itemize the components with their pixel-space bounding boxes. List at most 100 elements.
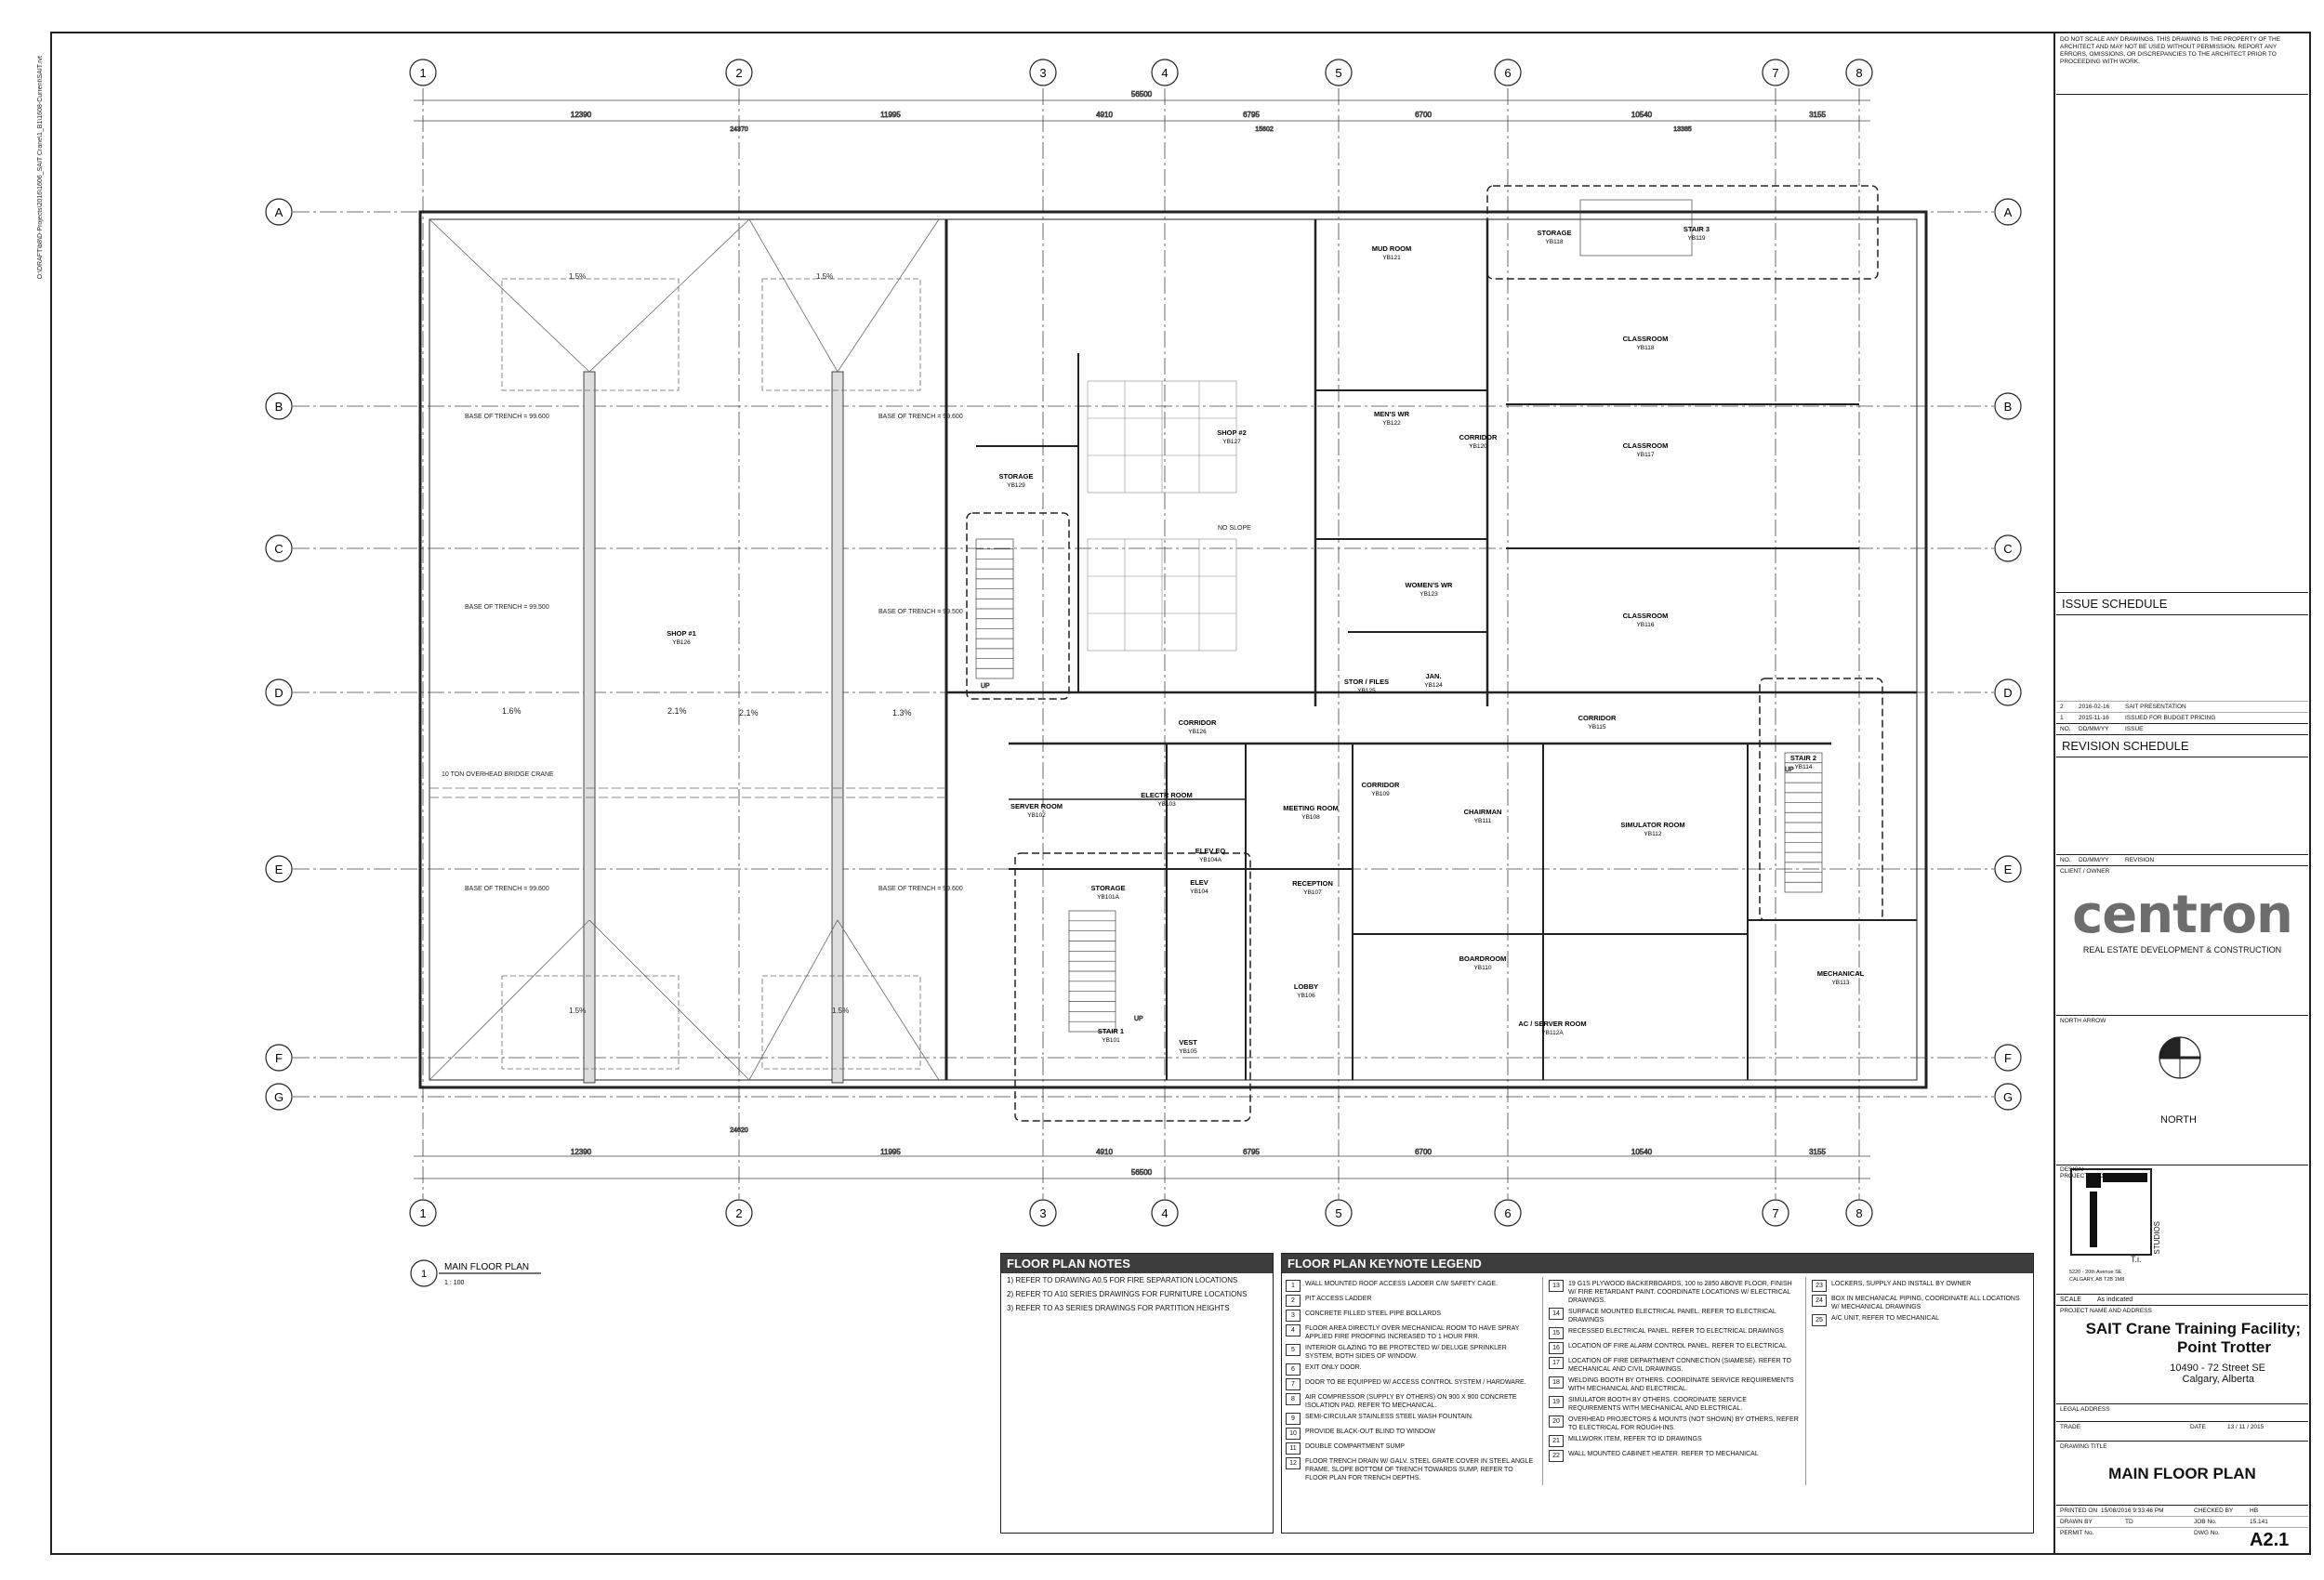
plan-annotations: BASE OF TRENCH = 99.600 BASE OF TRENCH =… bbox=[442, 272, 1251, 1015]
floor-plan-notes: FLOOR PLAN NOTES 1) REFER TO DRAWING A0.… bbox=[1000, 1253, 1274, 1534]
bay-dimension: 4910 bbox=[1096, 111, 1113, 119]
room-number: YB114 bbox=[1794, 764, 1812, 770]
north-label: NORTH bbox=[2160, 1114, 2197, 1126]
grid-bubble-row bbox=[265, 678, 293, 706]
room-name: AC / SERVER ROOM bbox=[1518, 1020, 1586, 1028]
trench-note-6: BASE OF TRENCH = 99.600 bbox=[878, 886, 963, 892]
grid-bubble-label: D bbox=[2003, 686, 2012, 700]
trench-note-1: BASE OF TRENCH = 99.600 bbox=[465, 414, 549, 420]
keynote-number: 7 bbox=[1286, 1378, 1301, 1390]
subtotal-dimension: 24620 bbox=[730, 1127, 748, 1134]
keynote-text: CONCRETE FILLED STEEL PIPE BOLLARDS bbox=[1305, 1310, 1442, 1317]
note-item: 2) REFER TO A10 SERIES DRAWINGS FOR FURN… bbox=[1007, 1290, 1248, 1298]
overall-dimension: 56500 bbox=[1131, 90, 1153, 99]
room-name: STAIR 1 bbox=[1098, 1027, 1124, 1035]
project-address-1: 10490 - 72 Street SE bbox=[2170, 1363, 2265, 1374]
grid-bubble-row bbox=[265, 392, 293, 420]
room-name: MECHANICAL bbox=[1817, 969, 1865, 978]
printed-value: 15/08/2016 9:33:46 PM bbox=[2101, 1508, 2164, 1514]
room-name: CORRIDOR bbox=[1179, 718, 1217, 727]
drawing-title-label: DRAWING TITLE bbox=[2060, 1443, 2107, 1450]
grid-bubble-row bbox=[1994, 855, 2022, 883]
centron-tagline: REAL ESTATE DEVELOPMENT & CONSTRUCTION bbox=[2082, 945, 2282, 955]
sheet-border bbox=[50, 32, 2311, 1555]
project-panel: PROJECT NAME AND ADDRESS SAIT Crane Trai… bbox=[2056, 1306, 2308, 1404]
keynote-title: FLOOR PLAN KEYNOTE LEGEND bbox=[1282, 1254, 2033, 1273]
keynote-number: 21 bbox=[1549, 1435, 1564, 1447]
grid-bubble-col bbox=[1325, 59, 1353, 86]
keynote-text: SEMI-CIRCULAR STAINLESS STEEL WASH FOUNT… bbox=[1305, 1414, 1473, 1420]
project-address-2: Calgary, Alberta bbox=[2182, 1374, 2254, 1385]
grid-bubble-label: C bbox=[274, 542, 283, 556]
room-name: RECEPTION bbox=[1292, 879, 1333, 888]
ti-studios-logo bbox=[2070, 1168, 2152, 1256]
up-label: UP bbox=[1785, 767, 1794, 773]
keynote-number: 13 bbox=[1549, 1280, 1564, 1292]
bay-dimension: 4910 bbox=[1096, 1148, 1113, 1156]
grid-bubble-label: 3 bbox=[1039, 66, 1046, 80]
keynote-text: 19 G1S PLYWOOD BACKERBOARDS, 100 to 2850… bbox=[1568, 1281, 1792, 1304]
room-name: CORRIDOR bbox=[1362, 781, 1400, 789]
room-name: BOARDROOM bbox=[1459, 955, 1507, 963]
grid-bubble-label: D bbox=[274, 686, 283, 700]
keynote-number: 17 bbox=[1549, 1357, 1564, 1369]
grid-bubble-label: 7 bbox=[1772, 66, 1778, 80]
shop2-booths bbox=[1087, 380, 1237, 652]
keynote-text: WALL MOUNTED ROOF ACCESS LADDER C/W SAFE… bbox=[1305, 1281, 1499, 1287]
project-label: PROJECT NAME AND ADDRESS bbox=[2060, 1308, 2152, 1314]
grid-bubble-col bbox=[1494, 1199, 1522, 1227]
room-name: CLASSROOM bbox=[1623, 441, 1669, 450]
checked-value: HB bbox=[2250, 1508, 2259, 1514]
grid-bubble-col bbox=[725, 59, 753, 86]
client-owner: CLIENT / OWNER centron REAL ESTATE DEVEL… bbox=[2056, 866, 2308, 1016]
keynote-number: 24 bbox=[1812, 1295, 1827, 1307]
keynote-text: PIT ACCESS LADDER bbox=[1305, 1296, 1372, 1302]
room-number: YB102 bbox=[1027, 812, 1046, 819]
room-number: YB126 bbox=[672, 639, 691, 646]
keynote-number: 12 bbox=[1286, 1457, 1301, 1469]
keynote-number: 9 bbox=[1286, 1413, 1301, 1425]
room-name: STOR / FILES bbox=[1344, 678, 1389, 686]
grid-bubble-label: 6 bbox=[1504, 66, 1511, 80]
bay-dimension: 12390 bbox=[571, 1148, 592, 1156]
room-name: STAIR 2 bbox=[1790, 754, 1816, 762]
north-arrow-panel: NORTH ARROW NORTH bbox=[2056, 1016, 2308, 1165]
keynote-text: DOUBLE COMPARTMENT SUMP bbox=[1305, 1443, 1405, 1450]
grid-bubble-col bbox=[1151, 1199, 1179, 1227]
rev-header-date: DD/MM/YY bbox=[2079, 857, 2109, 863]
room-name: SIMULATOR ROOM bbox=[1620, 821, 1684, 829]
studio-address-1: 5220 - 20th Avenue SE bbox=[2069, 1270, 2122, 1275]
view-scale: 1 : 100 bbox=[444, 1280, 465, 1286]
keynote-number: 18 bbox=[1549, 1376, 1564, 1389]
drawn-value: TD bbox=[2125, 1519, 2133, 1525]
grid-bubble-col bbox=[725, 1199, 753, 1227]
room-name: ELECTR ROOM bbox=[1141, 791, 1192, 799]
file-path-label: O:\DRAFT\b8\D-Projects\2016\1606_SAIT Cr… bbox=[37, 56, 44, 280]
room-number: YB110 bbox=[1473, 965, 1491, 971]
room-name: ELEV bbox=[1190, 878, 1208, 887]
date-value: 13 / 11 / 2015 bbox=[2227, 1424, 2265, 1430]
keynote-number: 4 bbox=[1286, 1324, 1301, 1336]
keynote-number: 8 bbox=[1286, 1393, 1301, 1405]
slope-note-5: 2.1% bbox=[739, 708, 759, 718]
room-number: YB112A bbox=[1541, 1030, 1564, 1036]
studio-address-2: CALGARY, AB T2B 1M8 bbox=[2069, 1277, 2125, 1283]
ti-label: T.i. bbox=[2131, 1255, 2142, 1264]
note-item: 1) REFER TO DRAWING A0.5 FOR FIRE SEPARA… bbox=[1007, 1276, 1238, 1284]
view-number-bubble bbox=[410, 1259, 438, 1287]
